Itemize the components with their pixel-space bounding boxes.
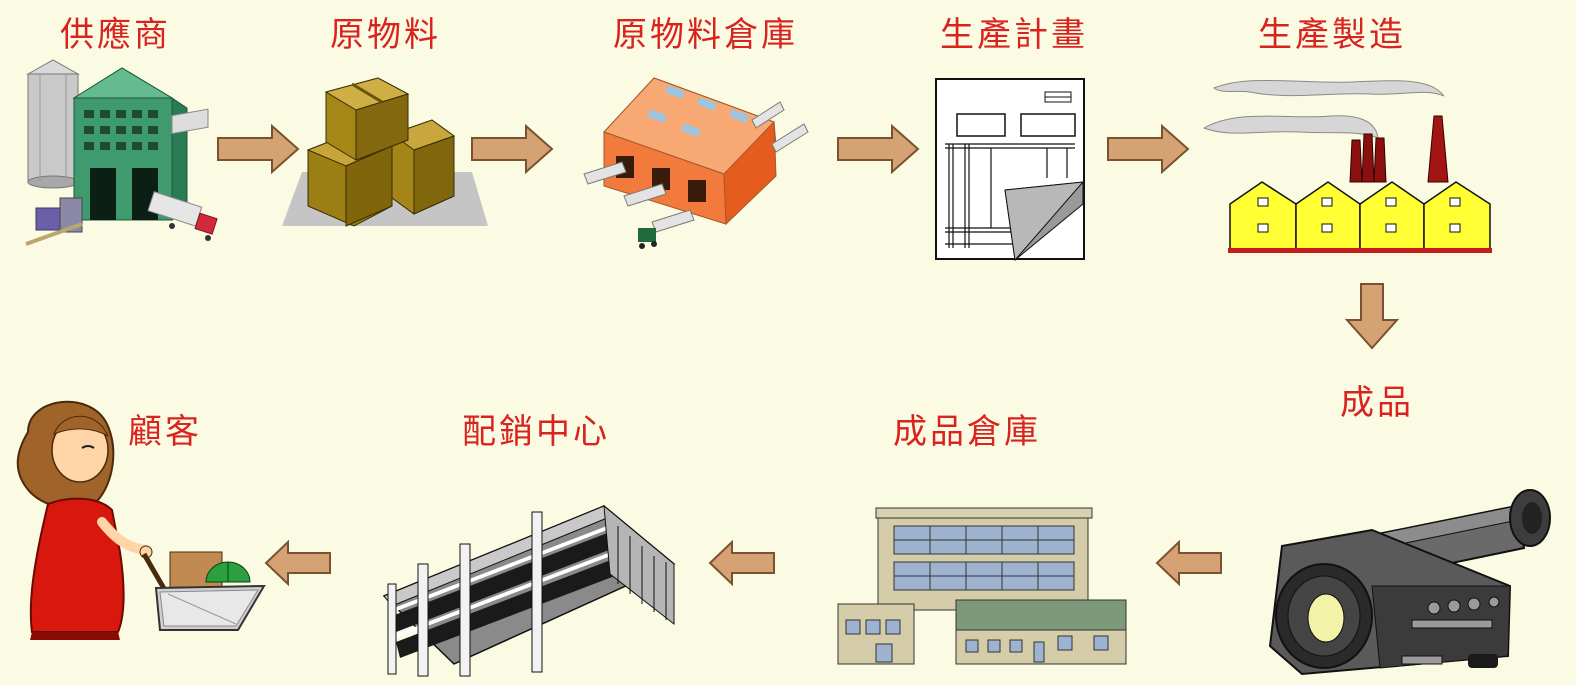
label-manufacturing: 生產製造: [1258, 15, 1406, 55]
label-distribution-center: 配銷中心: [462, 412, 610, 452]
blueprint-plan-icon: [935, 78, 1085, 262]
label-finished-product: 成品: [1340, 383, 1414, 423]
video-camera-icon: [1268, 489, 1551, 676]
arrow-right-icon: [471, 124, 554, 174]
arrow-left-icon: [264, 540, 331, 586]
arrow-right-icon: [837, 124, 920, 174]
label-raw-material-warehouse: 原物料倉庫: [613, 15, 798, 55]
arrow-right-icon: [217, 124, 300, 174]
label-supplier: 供應商: [60, 15, 171, 55]
shopping-woman-icon: [16, 400, 266, 640]
label-customer: 顧客: [128, 412, 202, 452]
supplier-factory-icon: [25, 59, 218, 246]
cardboard-boxes-icon: [282, 77, 488, 227]
arrow-down-icon: [1345, 283, 1399, 350]
arrow-left-icon: [1155, 540, 1222, 586]
factory-smokestacks-icon: [1202, 79, 1492, 253]
distribution-building-icon: [382, 504, 676, 677]
label-finished-goods-warehouse: 成品倉庫: [893, 412, 1041, 452]
label-production-plan: 生產計畫: [940, 15, 1088, 55]
warehouse-icon: [583, 77, 809, 249]
arrow-left-icon: [708, 540, 775, 586]
arrow-right-icon: [1107, 124, 1190, 174]
office-building-icon: [837, 507, 1127, 665]
label-raw-material: 原物料: [330, 15, 441, 55]
